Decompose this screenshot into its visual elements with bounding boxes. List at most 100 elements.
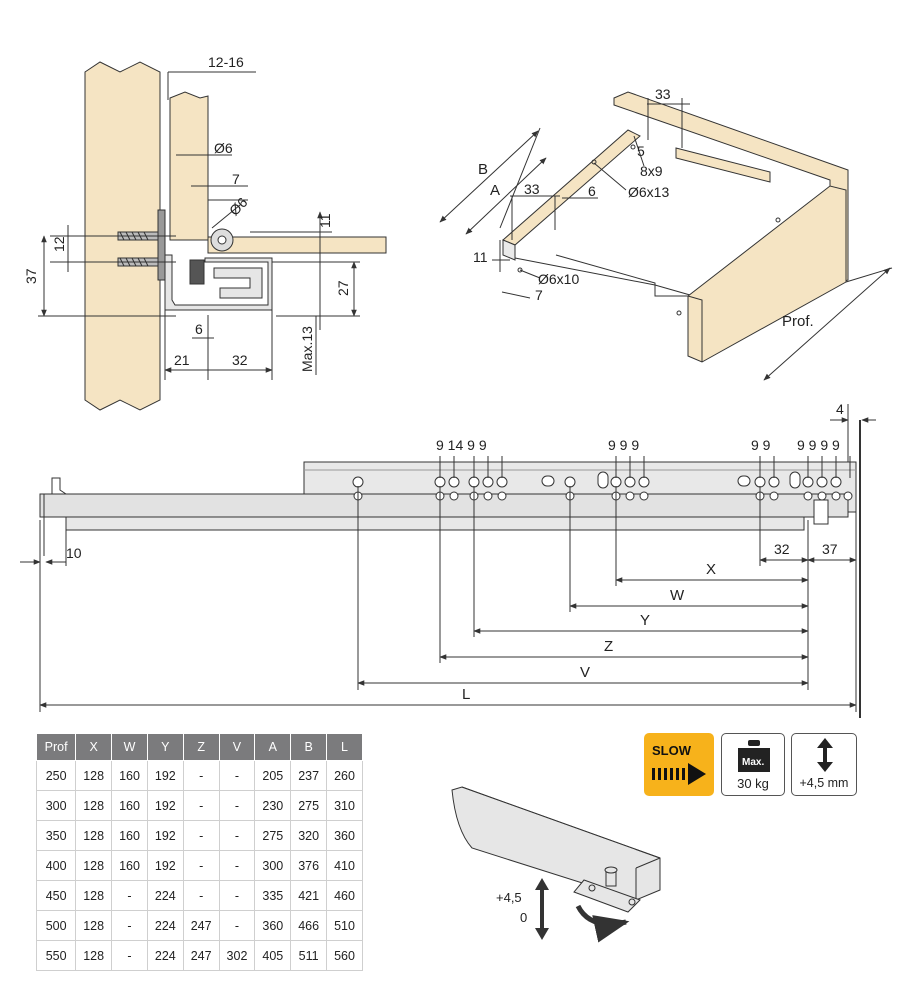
dim-33-top: 33	[655, 86, 671, 102]
table-cell: 400	[35, 850, 77, 881]
dim-7: 7	[535, 287, 543, 303]
label-L: L	[462, 686, 470, 703]
drawer-rail	[675, 147, 771, 183]
runner-holes	[352, 471, 853, 501]
table-cell: 128	[75, 940, 113, 971]
arrow-icon	[652, 763, 706, 785]
table-cell: 128	[75, 820, 113, 851]
adjustment-arrow: +4,5 0	[496, 878, 549, 940]
table-cell: 350	[35, 820, 77, 851]
dim-27: 27	[335, 280, 351, 296]
table-cell: -	[218, 790, 256, 821]
table-cell: -	[182, 880, 220, 911]
col-v: V	[218, 733, 256, 761]
table-cell: -	[111, 940, 148, 971]
table-cell: -	[218, 760, 256, 791]
table-cell: 192	[146, 790, 184, 821]
dim-7: 7	[232, 171, 240, 187]
table-cell: 192	[146, 820, 184, 851]
dim-diameter-6-roller: Ø6	[226, 194, 251, 219]
table-cell: 450	[35, 880, 77, 911]
weight-icon: Max.	[738, 740, 770, 772]
table-cell: 205	[254, 760, 292, 791]
label-Y: Y	[640, 612, 650, 629]
label-V: V	[580, 664, 590, 681]
table-cell: -	[218, 880, 256, 911]
label-W: W	[670, 587, 685, 604]
runner-view-dimensions: 4 9 14 9 9 9 9 9 9 9 9 9 9 9 10 32 37 X …	[66, 401, 844, 703]
table-cell: 275	[290, 790, 328, 821]
table-cell: 160	[111, 820, 148, 851]
table-cell: 275	[254, 820, 292, 851]
table-cell: 192	[146, 760, 184, 791]
max-load-value: 30 kg	[737, 776, 769, 791]
table-cell: 160	[111, 790, 148, 821]
soft-close-badge: SLOW	[644, 733, 714, 796]
table-cell: 128	[75, 880, 113, 911]
drawer-front-panel	[687, 185, 847, 363]
dim-max-13: Max.13	[299, 326, 315, 372]
table-cell: 300	[35, 790, 77, 821]
table-cell: 237	[290, 760, 328, 791]
drawer-left-side	[502, 239, 516, 261]
double-arrow-icon	[817, 738, 833, 772]
rotate-arrow-icon	[575, 904, 630, 943]
table-cell: 466	[290, 910, 328, 941]
dim-37: 37	[822, 541, 838, 557]
table-cell: 300	[254, 850, 292, 881]
table-cell: 511	[290, 940, 328, 971]
table-cell: -	[218, 910, 256, 941]
table-header-row: Prof X W Y Z V A B L	[35, 733, 363, 761]
table-cell: 302	[218, 940, 256, 971]
section-view	[38, 61, 387, 411]
dim-4: 4	[836, 401, 844, 417]
table-cell: 560	[326, 940, 363, 971]
label-prof: Prof.	[782, 313, 814, 330]
table-cell: -	[182, 790, 220, 821]
drawer-view-dimensions: 33 5 8x9 Ø6x13 B A 33 6 11 Ø6x10 7 Prof.	[473, 86, 814, 330]
table-cell: -	[218, 850, 256, 881]
table-cell: -	[111, 910, 148, 941]
hole-spacing-group-2: 9 9 9	[608, 437, 639, 453]
dim-21: 21	[174, 352, 190, 368]
dim-32: 32	[232, 352, 248, 368]
table-cell: 500	[35, 910, 77, 941]
runner-profile	[164, 254, 273, 311]
table-cell: 192	[146, 850, 184, 881]
drawer-side-panel	[169, 91, 209, 241]
table-cell: 247	[182, 910, 220, 941]
dim-6: 6	[588, 183, 596, 199]
table-cell: 128	[75, 760, 113, 791]
table-cell: 128	[75, 910, 113, 941]
table-cell: 376	[290, 850, 328, 881]
label-X: X	[706, 561, 716, 578]
table-cell: 310	[326, 790, 363, 821]
max-label: Max.	[742, 757, 764, 768]
table-cell: -	[218, 820, 256, 851]
dim-10: 10	[66, 545, 82, 561]
table-cell: 224	[146, 880, 184, 911]
table-cell: 247	[182, 940, 220, 971]
dim-33: 33	[524, 181, 540, 197]
table-cell: 160	[111, 850, 148, 881]
adjustment-detail	[451, 786, 661, 943]
table-cell: 250	[35, 760, 77, 791]
table-cell: 550	[35, 940, 77, 971]
adjust-plus-4-5: +4,5	[496, 890, 522, 905]
slow-label: SLOW	[652, 743, 691, 758]
height-adjust-badge: +4,5 mm	[791, 733, 857, 796]
drawer-bottom-panel	[207, 236, 387, 254]
label-Z: Z	[604, 638, 613, 655]
col-y: Y	[146, 733, 184, 761]
table-cell: 160	[111, 760, 148, 791]
col-w: W	[111, 733, 148, 761]
label-A: A	[490, 182, 500, 199]
